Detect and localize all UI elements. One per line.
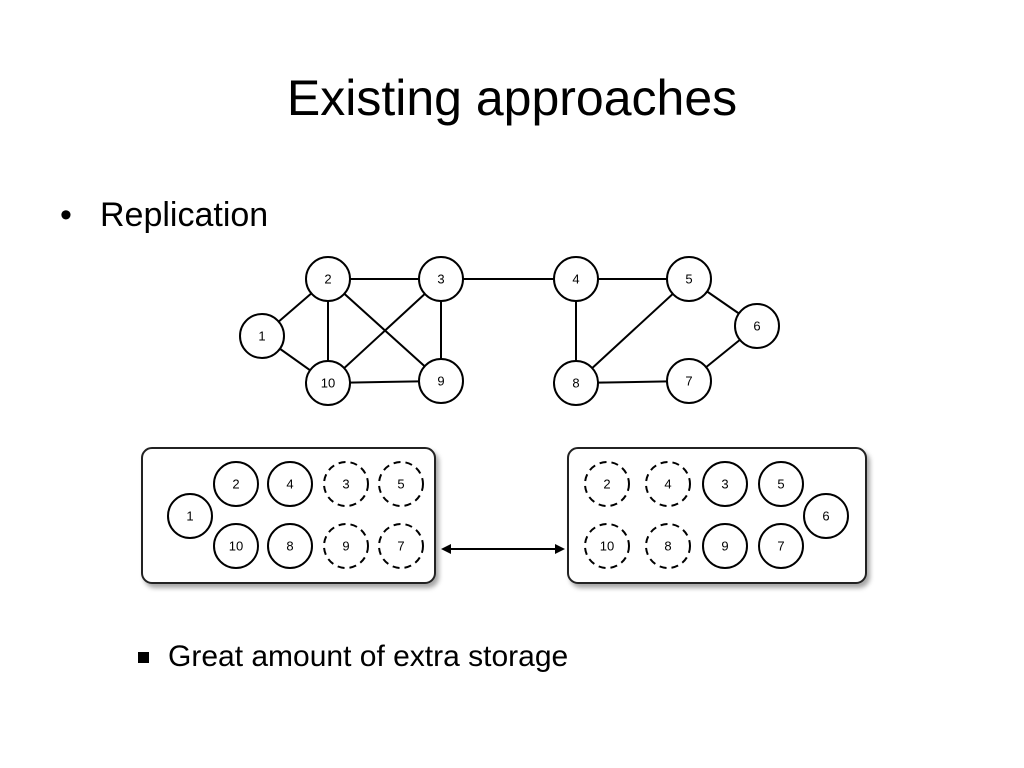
svg-text:6: 6 bbox=[822, 509, 829, 524]
bullet-item-replication: • Replication bbox=[60, 190, 268, 240]
svg-text:5: 5 bbox=[397, 477, 404, 492]
sub-bullet-item: Great amount of extra storage bbox=[138, 635, 568, 679]
edge-3-10 bbox=[327, 278, 442, 384]
svg-text:10: 10 bbox=[229, 539, 243, 554]
svg-text:2: 2 bbox=[324, 272, 331, 287]
partition-right: 2 4 3 5 6 10 8 9 7 bbox=[567, 447, 867, 584]
partition-right-replica-8: 8 bbox=[645, 523, 691, 569]
svg-text:5: 5 bbox=[685, 272, 692, 287]
svg-text:8: 8 bbox=[664, 539, 671, 554]
graph-node-8: 8 bbox=[553, 360, 599, 406]
square-bullet-icon bbox=[138, 651, 149, 663]
partition-right-replica-10: 10 bbox=[584, 523, 630, 569]
svg-text:2: 2 bbox=[603, 477, 610, 492]
slide-title: Existing approaches bbox=[286, 70, 738, 126]
svg-text:1: 1 bbox=[186, 509, 193, 524]
partition-right-replica-2: 2 bbox=[584, 461, 630, 507]
svg-text:7: 7 bbox=[777, 539, 784, 554]
partition-left-replica-5: 5 bbox=[378, 461, 424, 507]
svg-text:2: 2 bbox=[232, 477, 239, 492]
partition-right-node-7: 7 bbox=[758, 523, 804, 569]
graph-node-3: 3 bbox=[418, 256, 464, 302]
partition-right-replica-4: 4 bbox=[645, 461, 691, 507]
svg-text:3: 3 bbox=[721, 477, 728, 492]
svg-text:9: 9 bbox=[437, 374, 444, 389]
svg-text:8: 8 bbox=[572, 376, 579, 391]
partition-left-replica-3: 3 bbox=[323, 461, 369, 507]
svg-text:4: 4 bbox=[664, 477, 671, 492]
graph-nodes: 1 2 3 4 5 6 7 8 9 10 bbox=[239, 256, 780, 406]
graph-node-2: 2 bbox=[305, 256, 351, 302]
partition-left: 1 2 4 3 5 10 8 9 7 bbox=[141, 447, 436, 584]
partition-right-node-6: 6 bbox=[803, 493, 849, 539]
partition-left-replica-7: 7 bbox=[378, 523, 424, 569]
svg-text:7: 7 bbox=[397, 539, 404, 554]
svg-text:6: 6 bbox=[753, 319, 760, 334]
svg-text:5: 5 bbox=[777, 477, 784, 492]
partition-left-node-8: 8 bbox=[267, 523, 313, 569]
graph-node-5: 5 bbox=[666, 256, 712, 302]
svg-text:7: 7 bbox=[685, 374, 692, 389]
graph-node-9: 9 bbox=[418, 358, 464, 404]
svg-text:9: 9 bbox=[721, 539, 728, 554]
svg-text:10: 10 bbox=[600, 539, 614, 554]
graph-node-7: 7 bbox=[666, 358, 712, 404]
partition-right-node-9: 9 bbox=[702, 523, 748, 569]
graph-node-10: 10 bbox=[305, 360, 351, 406]
partition-left-node-2: 2 bbox=[213, 461, 259, 507]
partition-left-node-4: 4 bbox=[267, 461, 313, 507]
svg-text:3: 3 bbox=[437, 272, 444, 287]
bullet-dot-icon: • bbox=[60, 196, 72, 234]
graph-node-4: 4 bbox=[553, 256, 599, 302]
edge-5-8 bbox=[575, 278, 690, 384]
svg-text:4: 4 bbox=[286, 477, 293, 492]
graph-node-1: 1 bbox=[239, 313, 285, 359]
sub-bullet-text: Great amount of extra storage bbox=[168, 640, 569, 673]
partition-left-node-10: 10 bbox=[213, 523, 259, 569]
svg-text:9: 9 bbox=[342, 539, 349, 554]
partition-right-node-5: 5 bbox=[758, 461, 804, 507]
partition-right-node-3: 3 bbox=[702, 461, 748, 507]
svg-text:1: 1 bbox=[258, 329, 265, 344]
svg-text:8: 8 bbox=[286, 539, 293, 554]
svg-text:10: 10 bbox=[321, 376, 335, 391]
graph-node-6: 6 bbox=[734, 303, 780, 349]
svg-text:3: 3 bbox=[342, 477, 349, 492]
bullet-text: Replication bbox=[100, 196, 269, 234]
partition-left-replica-9: 9 bbox=[323, 523, 369, 569]
partition-left-node-1: 1 bbox=[167, 493, 213, 539]
svg-text:4: 4 bbox=[572, 272, 579, 287]
